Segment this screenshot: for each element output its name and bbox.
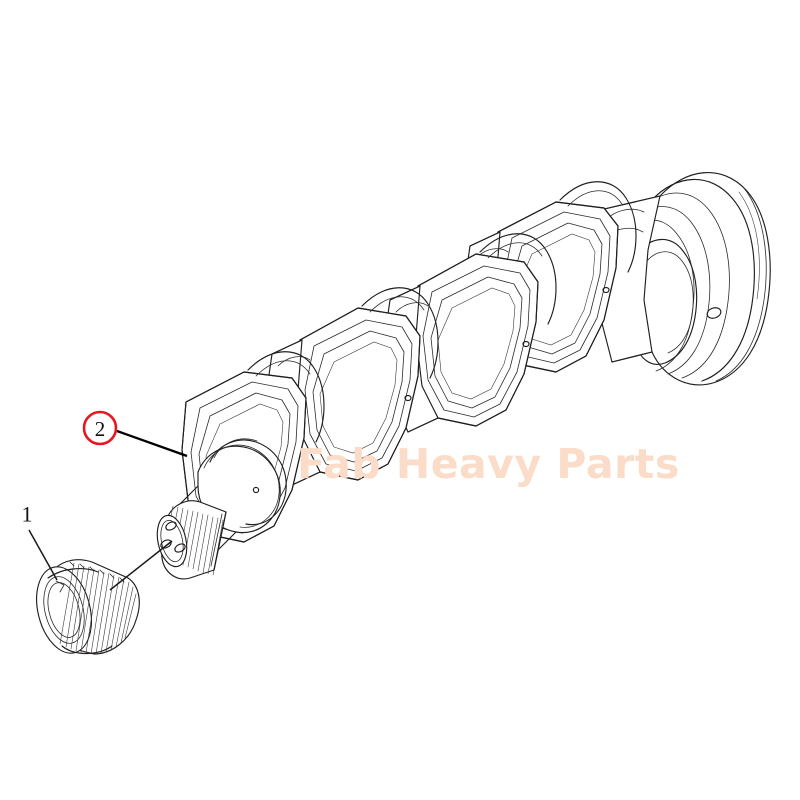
crank-web-3 — [413, 233, 557, 427]
crankshaft-gear — [36, 559, 140, 655]
assembly-alignment-line — [109, 540, 173, 591]
callout-1-label: 1 — [22, 502, 33, 527]
callout-2-label: 2 — [95, 417, 106, 441]
callout-2[interactable]: 2 — [82, 410, 118, 446]
callout-2-circle — [82, 410, 118, 446]
callout-2-leader-line — [116, 429, 188, 458]
crankshaft-assembly — [156, 172, 771, 580]
flywheel-flange — [621, 172, 771, 386]
callout-1-leader-line — [28, 529, 58, 581]
callout-1[interactable]: 1 — [22, 502, 33, 527]
crankshaft-splined-nose — [156, 500, 227, 580]
